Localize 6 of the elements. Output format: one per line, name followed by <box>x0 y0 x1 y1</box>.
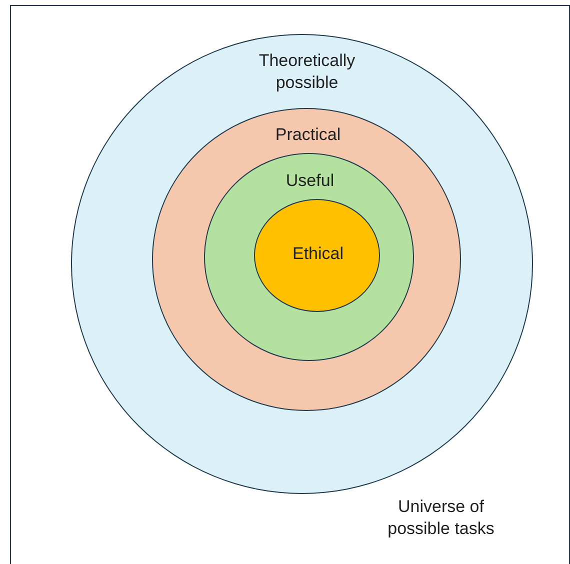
frame-background <box>10 5 570 564</box>
region-label: Theoretically possible <box>258 50 356 94</box>
region-label: Ethical <box>291 243 345 265</box>
region-label: Practical <box>274 124 342 146</box>
region-label: Useful <box>284 170 336 192</box>
region-label: Universe of possible tasks <box>386 496 496 540</box>
